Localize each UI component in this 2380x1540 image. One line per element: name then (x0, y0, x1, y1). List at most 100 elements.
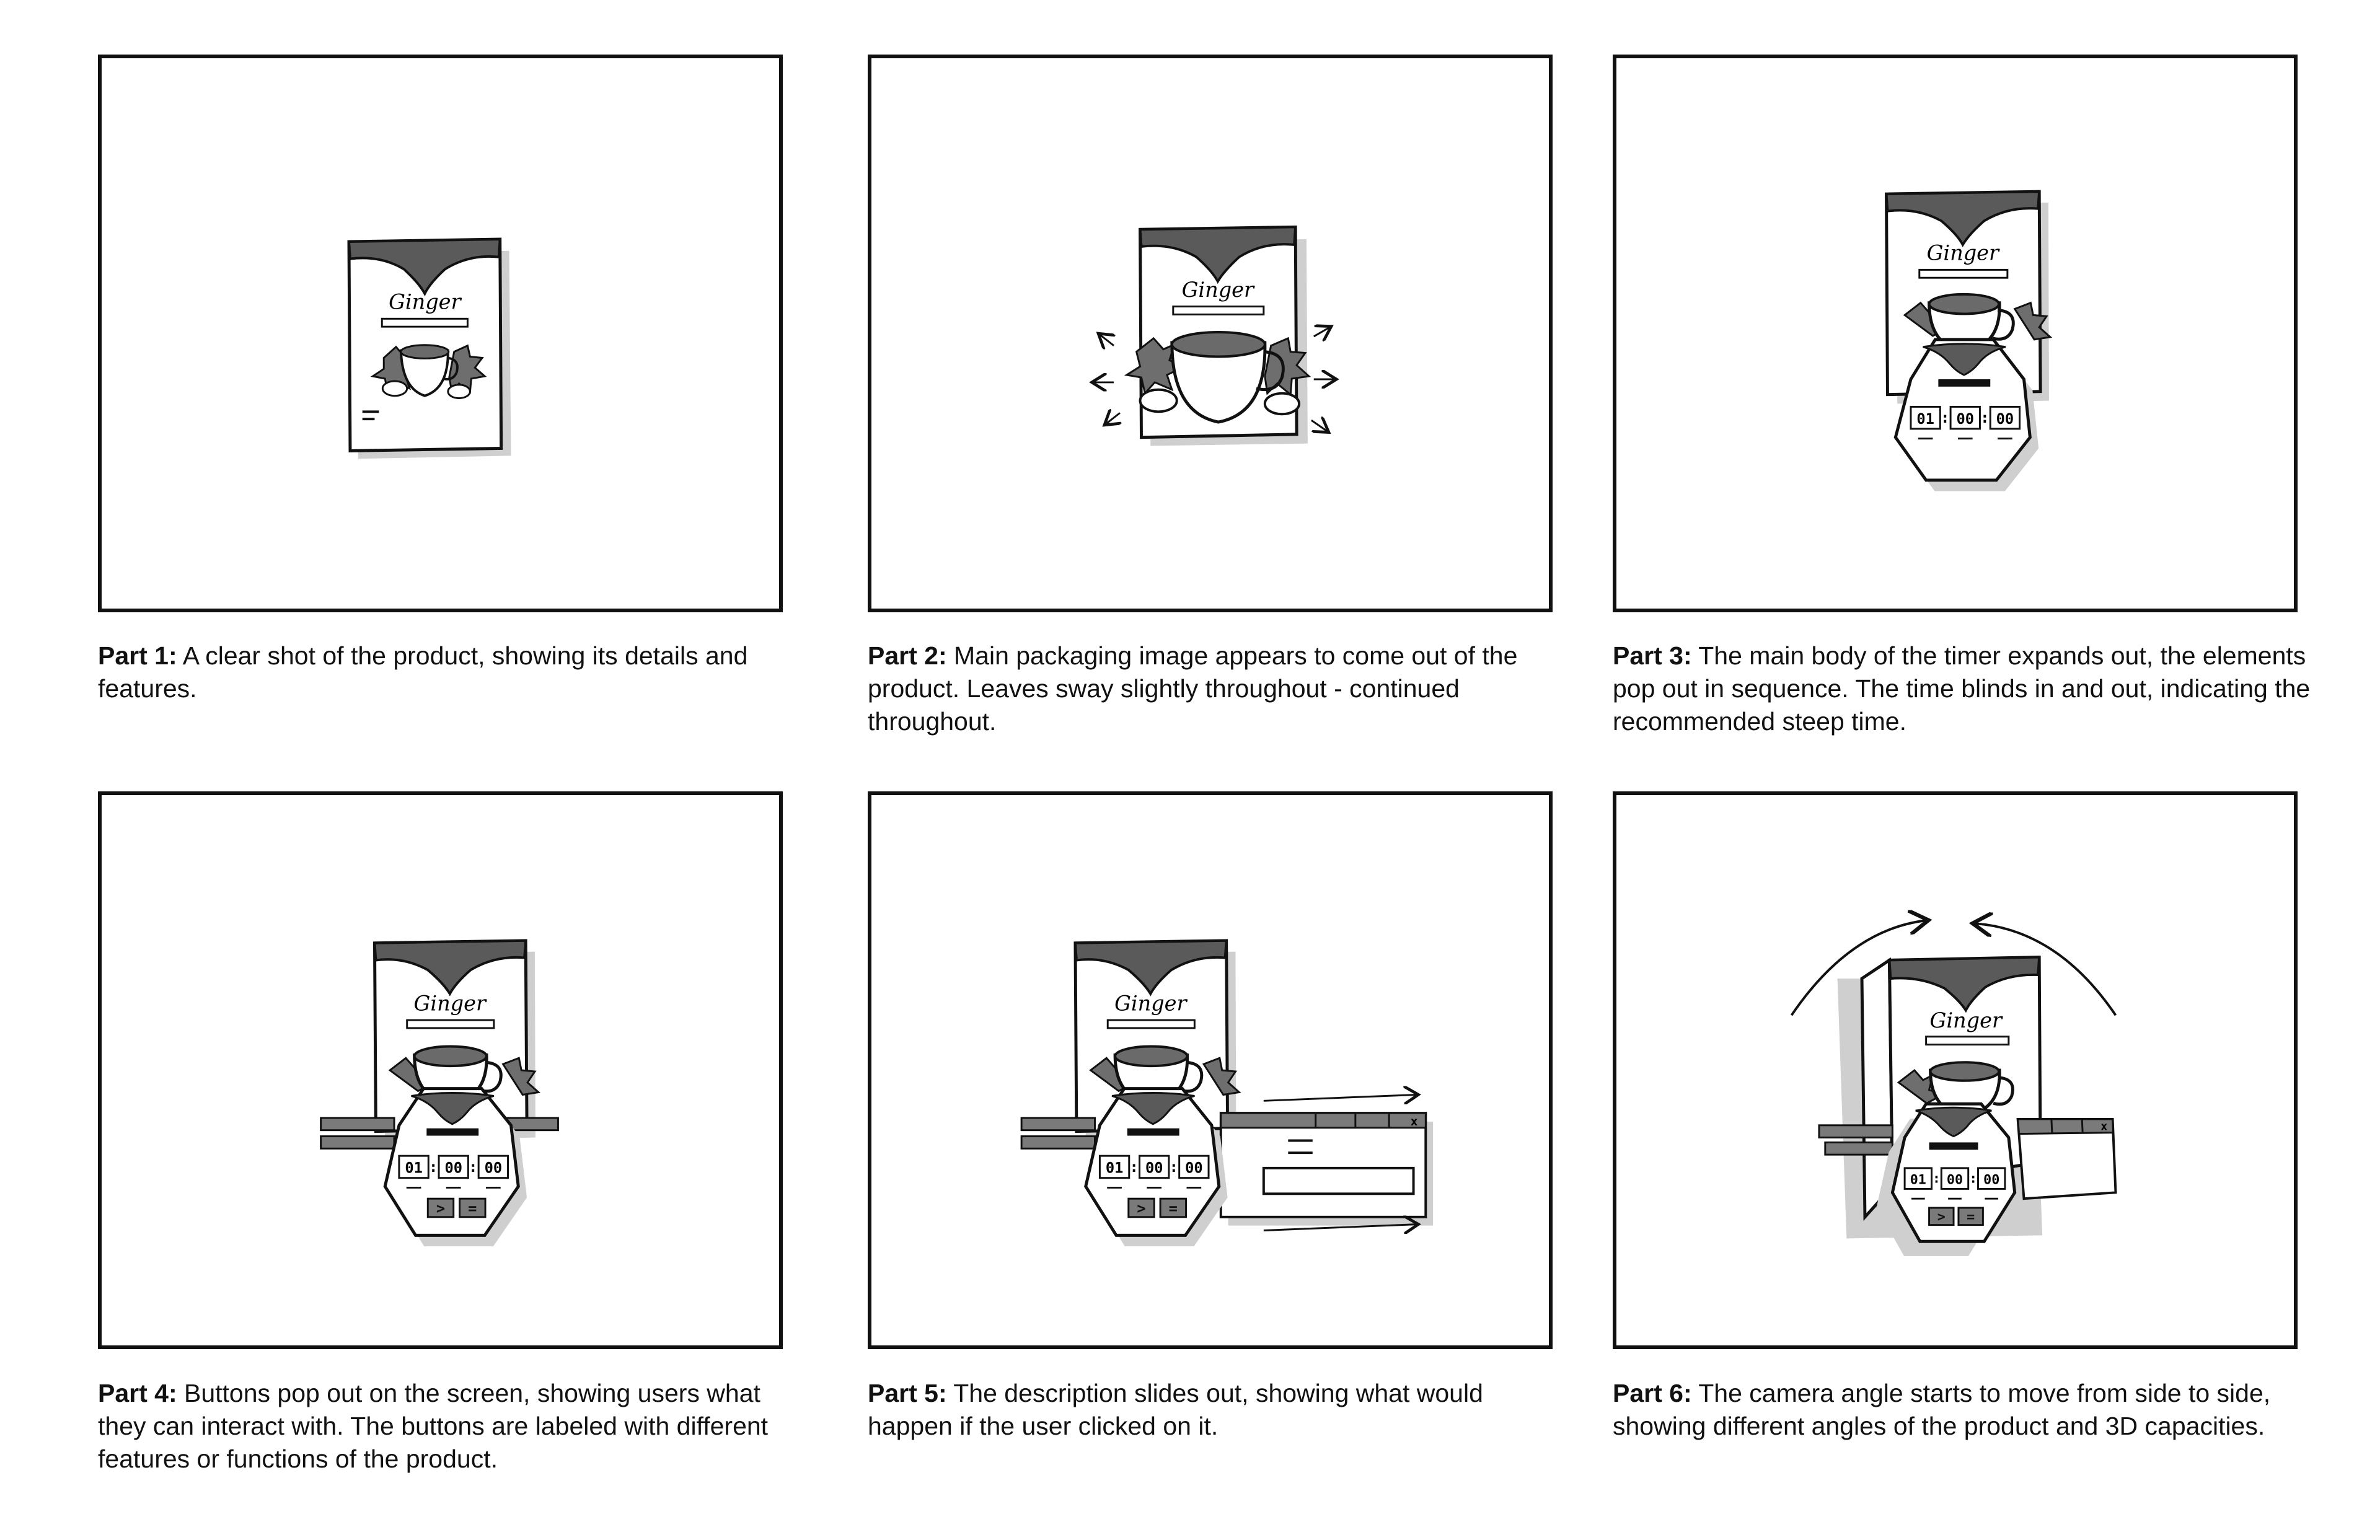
timer-separator: : (1933, 1171, 1941, 1187)
storyboard-frame-6: Ginger x 01 00 00 : : > = (1613, 791, 2298, 1349)
menu-button[interactable] (459, 1197, 487, 1218)
leaf-icon (1202, 1057, 1241, 1096)
menu-bar-left[interactable] (1818, 1124, 1893, 1139)
timer-tab (411, 1092, 495, 1125)
packet-tab (347, 238, 501, 297)
caption-part-1: Part 1: A clear shot of the product, sho… (98, 640, 798, 705)
timer-seconds-box (1989, 405, 2021, 430)
caption-text: Main packaging image appears to come out… (868, 641, 1518, 736)
timer-seconds-box (1178, 1155, 1210, 1179)
timer-separator: : (469, 1158, 477, 1176)
caption-text: Buttons pop out on the screen, showing u… (98, 1379, 769, 1473)
play-icon: > (436, 1200, 445, 1217)
timer-hours: 01 (1106, 1159, 1124, 1177)
play-button[interactable] (1928, 1207, 1955, 1226)
cup-handle (1992, 309, 2015, 341)
caption-part-2: Part 2: Main packaging image appears to … (868, 640, 1568, 738)
caption-text: A clear shot of the product, showing its… (98, 641, 748, 703)
timer-title-bar (1938, 379, 1991, 387)
caption-part-5: Part 5: The description slides out, show… (868, 1377, 1568, 1443)
packet-tab (1888, 956, 2041, 1013)
caption-part-label: Part 5: (868, 1379, 947, 1407)
packet-tab (1139, 226, 1297, 284)
timer-tab (1111, 1092, 1195, 1125)
storyboard-frame-2: Ginger (868, 55, 1553, 612)
description-titlebar (1220, 1112, 1427, 1129)
menu-bar-left[interactable] (1020, 1135, 1096, 1150)
packet-label: Ginger (414, 991, 487, 1015)
timer-minutes: 00 (1957, 410, 1975, 428)
tea-surface (400, 344, 450, 359)
menu-icon: = (468, 1200, 477, 1217)
description-titlebar (2017, 1118, 2115, 1135)
frame-5-drawing: Ginger x 01 00 00 : : (1020, 939, 1434, 1247)
caption-part-label: Part 1: (98, 641, 177, 670)
cup-handle (1181, 1060, 1204, 1093)
motion-arrow-icon (1310, 420, 1328, 431)
frame-1-drawing: Ginger (347, 237, 511, 459)
caption-part-label: Part 3: (1613, 641, 1692, 670)
caption-text: The camera angle starts to move from sid… (1613, 1379, 2271, 1440)
caption-part-label: Part 6: (1613, 1379, 1692, 1407)
motion-arrow-icon (1100, 335, 1114, 346)
play-icon: > (1137, 1200, 1145, 1217)
timer-separator: : (1170, 1158, 1178, 1176)
label-underline (1172, 306, 1265, 315)
rotate-arrow-icon (1975, 923, 2117, 1016)
frame-6-drawing: Ginger x 01 00 00 : : > = (1790, 795, 2117, 1256)
timer-title-bar (1127, 1128, 1179, 1136)
close-icon[interactable]: x (1411, 1114, 1418, 1129)
timer-seconds: 00 (485, 1159, 503, 1177)
frame-4-drawing: Ginger 01 00 00 : : > = (320, 939, 559, 1247)
menu-bar-left[interactable] (320, 1117, 395, 1132)
play-button[interactable] (426, 1197, 455, 1218)
timer-separator: : (1130, 1158, 1139, 1176)
ginger-root-icon (1263, 392, 1301, 416)
timer-minutes: 00 (444, 1159, 462, 1177)
menu-button[interactable] (1957, 1207, 1984, 1226)
tea-cup-icon (399, 349, 449, 397)
timer-minutes-box (1940, 1167, 1970, 1190)
menu-bar-left[interactable] (320, 1135, 395, 1150)
play-button[interactable] (1127, 1197, 1155, 1218)
timer-separator: : (429, 1158, 438, 1176)
tea-surface (1928, 293, 2001, 315)
ginger-root-icon (447, 384, 471, 400)
timer-seconds: 00 (1185, 1159, 1203, 1177)
timer-seconds-box (477, 1155, 509, 1179)
tea-surface (1929, 1061, 2001, 1082)
description-window (1219, 1112, 1427, 1218)
packet-label: Ginger (1182, 278, 1255, 302)
menu-bar-left[interactable] (1824, 1141, 1893, 1156)
leaf-icon (2013, 301, 2053, 341)
play-icon: > (1937, 1210, 1946, 1225)
storyboard-frame-5: Ginger x 01 00 00 : : (868, 791, 1553, 1349)
caption-text: The description slides out, showing what… (868, 1379, 1483, 1440)
packet-label: Ginger (389, 290, 462, 314)
caption-part-3: Part 3: The main body of the timer expan… (1613, 640, 2313, 738)
cup-handle (480, 1060, 503, 1093)
leaf-icon (1124, 337, 1187, 395)
label-underline (1106, 1019, 1196, 1029)
timer-hours-box (1098, 1155, 1130, 1179)
timer-minutes: 00 (1145, 1159, 1163, 1177)
slide-arrow-icon (1263, 1094, 1417, 1101)
rotate-arrow-icon (1790, 920, 1926, 1016)
ginger-root-icon (381, 380, 408, 397)
caption-part-label: Part 4: (98, 1379, 177, 1407)
frame-3-drawing: Ginger 01 00 00 : : (1885, 190, 2053, 491)
caption-part-label: Part 2: (868, 641, 947, 670)
packet-tab (373, 939, 527, 997)
close-icon[interactable]: x (2100, 1121, 2107, 1133)
packet-label: Ginger (1927, 241, 2000, 265)
timer-tab (1923, 343, 2006, 376)
frame-2-drawing: Ginger (871, 225, 1549, 446)
timer-minutes-box (1949, 405, 1981, 430)
timer-minutes-box (1139, 1155, 1170, 1179)
menu-button[interactable] (1159, 1197, 1188, 1218)
packet-tab (1073, 939, 1228, 997)
timer-hours-box (1910, 405, 1941, 430)
packet-tab (1885, 190, 2041, 247)
menu-bar-left[interactable] (1020, 1117, 1096, 1132)
caption-part-4: Part 4: Buttons pop out on the screen, s… (98, 1377, 798, 1476)
